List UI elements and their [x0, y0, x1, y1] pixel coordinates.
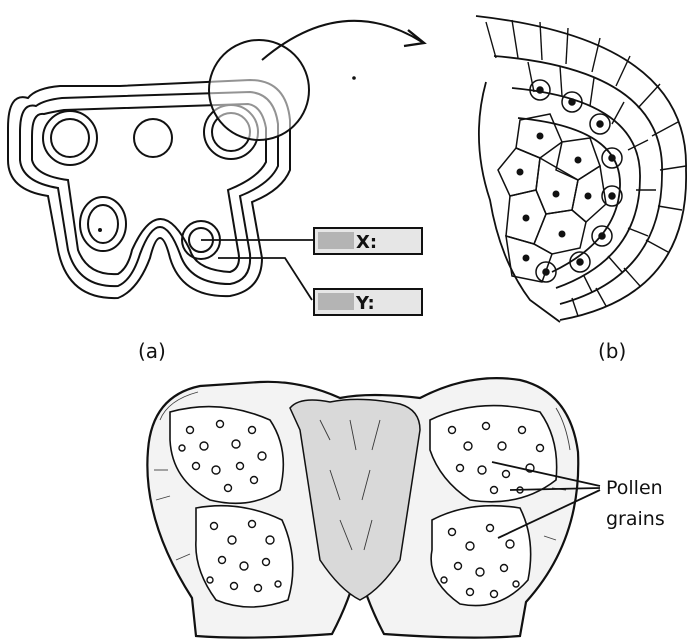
microsporangium-lower-left-inner [88, 205, 118, 243]
callout-x-smudge [318, 232, 354, 249]
callout-x: X: [314, 228, 422, 254]
callout-y-smudge [318, 293, 354, 310]
callout-y: Y: [314, 289, 422, 315]
callout-y-label: Y: [355, 293, 375, 314]
diagram-b [476, 16, 686, 322]
caption-a: (a) [138, 339, 166, 363]
diagram-c [147, 378, 578, 637]
microsporangium-upper-left-inner [51, 119, 89, 157]
wall-epidermis [476, 16, 686, 320]
callout-y-leader [218, 258, 312, 300]
locule-lower-right [431, 506, 531, 606]
sporangium-dot [98, 228, 102, 232]
locule-lower-left [196, 506, 293, 607]
callout-x-label: X: [356, 232, 377, 253]
connective-vascular-bundle [134, 119, 172, 157]
caption-b: (b) [598, 339, 626, 363]
stray-dot [352, 76, 356, 80]
tapetum-cells [530, 80, 622, 282]
pollen-grains-label-line1: Pollen [606, 477, 663, 499]
pollen-grains-label-line2: grains [606, 508, 665, 530]
diagram-a [8, 21, 424, 300]
magnify-region-circle [209, 40, 309, 140]
